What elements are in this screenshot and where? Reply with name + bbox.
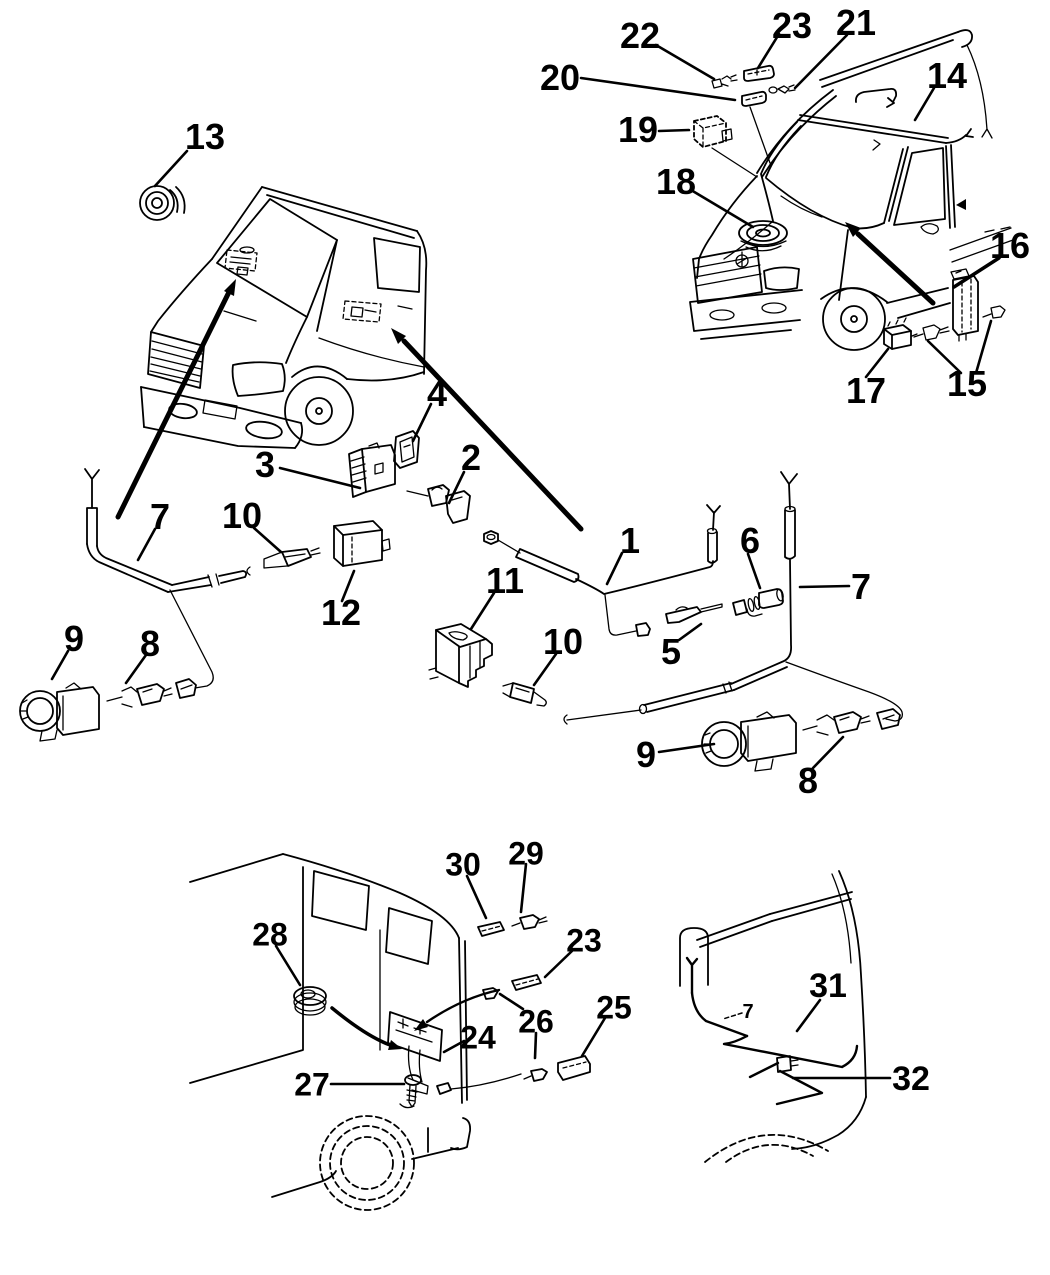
terminal-26-lower bbox=[523, 1068, 548, 1082]
callout-6: 6 bbox=[740, 520, 760, 561]
callout-16: 16 bbox=[990, 225, 1030, 266]
pointer-arrows bbox=[115, 222, 936, 1050]
callout-12: 12 bbox=[321, 592, 361, 633]
connector-3 bbox=[348, 442, 396, 498]
callout-24: 24 bbox=[460, 1020, 496, 1056]
callout-3: 3 bbox=[255, 444, 275, 485]
callout-18: 18 bbox=[656, 161, 696, 202]
connector-9-left bbox=[19, 682, 100, 742]
connector-9-right bbox=[701, 711, 797, 772]
callout-17: 17 bbox=[846, 370, 886, 411]
callout-30: 30 bbox=[445, 847, 481, 883]
van-front-right-sketch bbox=[689, 29, 1014, 351]
relay-12 bbox=[333, 520, 391, 567]
terminal-21 bbox=[768, 84, 796, 94]
callout-15: 15 bbox=[947, 363, 987, 404]
callout-25: 25 bbox=[596, 990, 632, 1026]
terminal-8-left bbox=[106, 683, 173, 708]
callout-7-left: 7 bbox=[150, 496, 170, 537]
sleeve-30 bbox=[477, 921, 505, 937]
connector-6 bbox=[732, 588, 784, 617]
latch-24 bbox=[387, 1011, 522, 1095]
grommet-28 bbox=[293, 986, 327, 1016]
callout-29: 29 bbox=[508, 836, 544, 872]
connector-32 bbox=[776, 1055, 799, 1073]
connector-11 bbox=[428, 623, 493, 688]
callout-19: 19 bbox=[618, 109, 658, 150]
callout-23-top: 23 bbox=[772, 5, 812, 46]
sleeve-23-top bbox=[743, 64, 775, 82]
callout-23-bottom: 23 bbox=[566, 923, 602, 959]
callout-9-left: 9 bbox=[64, 618, 84, 659]
leader-lines bbox=[50, 32, 1001, 1086]
callout-10-left: 10 bbox=[222, 495, 262, 536]
callout-1: 1 bbox=[620, 520, 640, 561]
antenna-cable-7-rear bbox=[685, 956, 749, 1038]
terminal-10-left bbox=[263, 547, 321, 569]
van-rear-right-sketch bbox=[679, 870, 867, 1163]
callout-5: 5 bbox=[661, 631, 681, 672]
callout-27: 27 bbox=[294, 1067, 330, 1103]
callout-8-right: 8 bbox=[798, 760, 818, 801]
van-rear-left-sketch bbox=[189, 853, 522, 1211]
callout-20: 20 bbox=[540, 57, 580, 98]
callout-2: 2 bbox=[461, 437, 481, 478]
antenna-cable-7-right bbox=[563, 471, 903, 730]
module-17 bbox=[883, 317, 918, 350]
callout-32: 32 bbox=[892, 1060, 930, 1098]
relay-19 bbox=[693, 115, 758, 178]
terminal-29 bbox=[511, 914, 548, 930]
terminals-15 bbox=[913, 305, 1006, 341]
callout-21: 21 bbox=[836, 2, 876, 43]
antenna-cable-7-left bbox=[84, 468, 251, 699]
callout-10-right: 10 bbox=[543, 621, 583, 662]
sleeve-25 bbox=[557, 1055, 591, 1081]
terminal-5 bbox=[665, 603, 723, 624]
callout-14: 14 bbox=[927, 55, 967, 96]
grommet-13 bbox=[139, 185, 186, 221]
callout-26: 26 bbox=[518, 1004, 554, 1040]
roof-harness-14 bbox=[760, 87, 974, 222]
callout-31: 31 bbox=[809, 967, 847, 1005]
callout-13: 13 bbox=[185, 116, 225, 157]
sleeve-20 bbox=[741, 90, 771, 164]
antenna-cable-1 bbox=[483, 504, 721, 637]
callout-8-left: 8 bbox=[140, 623, 160, 664]
callout-9-right: 9 bbox=[636, 734, 656, 775]
van-front-left-sketch bbox=[140, 186, 428, 449]
bracket-4 bbox=[393, 430, 420, 469]
grommet-18 bbox=[738, 220, 788, 252]
terminal-8-right bbox=[802, 711, 871, 736]
callout-28: 28 bbox=[252, 917, 288, 953]
callout-11: 11 bbox=[486, 560, 524, 601]
callout-7-small: 7 bbox=[742, 1001, 753, 1023]
terminal-2 bbox=[406, 484, 471, 524]
callout-7-right: 7 bbox=[851, 566, 871, 607]
sleeve-23-bottom bbox=[511, 974, 542, 991]
callout-22: 22 bbox=[620, 15, 660, 56]
terminal-22 bbox=[711, 74, 738, 89]
callout-4: 4 bbox=[427, 373, 447, 414]
terminal-10-right bbox=[502, 682, 547, 707]
screw-27 bbox=[399, 1074, 422, 1109]
